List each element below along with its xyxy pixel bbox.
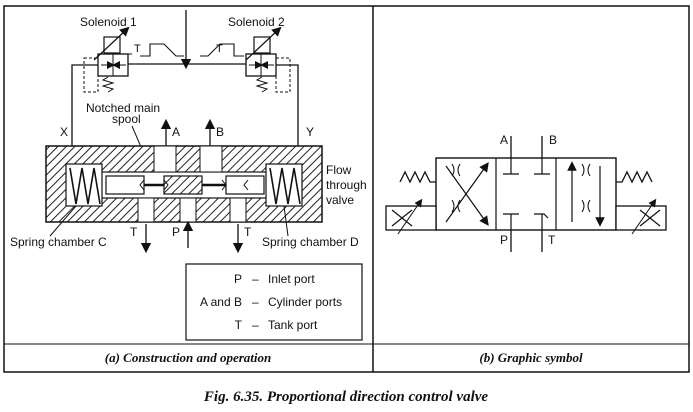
port-y-label: Y [306,125,314,139]
solenoid-2-tank-label: T [216,43,223,55]
panel-a-construction: Solenoid 1 T Solenoid 2 T X Y Notched ma… [4,10,373,365]
port-t-right-label: T [244,225,252,239]
notched-spool-label-1: Notched main [86,101,160,115]
legend-desc-t: Tank port [268,318,318,332]
legend-symbol-ab: A and B [200,295,242,309]
flow-label-1: Flow [326,163,352,177]
pilot-line-y [276,64,299,148]
port-legend: P – Inlet port A and B – Cylinder ports … [185,263,363,341]
tank-symbol-1 [128,43,184,57]
symbol-port-p-label: P [500,233,508,247]
spring-right [269,167,301,205]
symbol-port-t-label: T [548,233,556,247]
tank-symbol-2 [200,43,244,57]
symbol-spring-left [399,170,436,184]
symbol-solenoid-right [615,198,667,235]
legend-desc-p: Inlet port [268,272,315,286]
port-p-label: P [172,225,180,239]
panel-b-symbol: A B [373,133,689,365]
spring-chamber-d-label: Spring chamber D [262,235,359,249]
legend-dash-t: – [252,318,259,332]
port-x-label: X [60,125,68,139]
pilot-line-x [71,64,98,148]
legend-desc-ab: Cylinder ports [268,295,342,309]
spring-chamber-c-label: Spring chamber C [10,235,107,249]
symbol-solenoid-left [385,198,437,235]
solenoid-valve-2 [245,26,291,93]
solenoid-1-tank-label: T [134,43,141,55]
solenoid-2-label: Solenoid 2 [228,15,285,29]
panel-b-caption: (b) Graphic symbol [479,350,583,365]
symbol-envelope [435,157,617,231]
legend-symbol-p: P [234,272,242,286]
port-a-label: A [172,125,180,139]
figure-caption: Fig. 6.35. Proportional direction contro… [203,389,489,405]
spring-c-leader [49,205,77,237]
solenoid-valve-1 [83,26,130,93]
symbol-spring-right [616,170,653,184]
legend-dash-ab: – [252,295,259,309]
symbol-port-a-label: A [500,133,508,147]
outer-frame [3,5,690,373]
spring-left [69,167,101,205]
flow-label-3: valve [326,193,354,207]
symbol-port-b-label: B [549,133,557,147]
main-spool [105,175,265,195]
spring-d-leader [283,205,289,237]
port-b-label: B [216,125,224,139]
solenoid-1-label: Solenoid 1 [80,15,137,29]
legend-dash-p: – [252,272,259,286]
symbol-center-blocked [503,158,550,230]
notched-spool-label-2: spool [112,112,141,126]
panel-a-caption: (a) Construction and operation [105,350,272,365]
legend-symbol-t: T [235,318,243,332]
flow-label-2: through [326,178,367,192]
port-t-left-label: T [130,225,138,239]
